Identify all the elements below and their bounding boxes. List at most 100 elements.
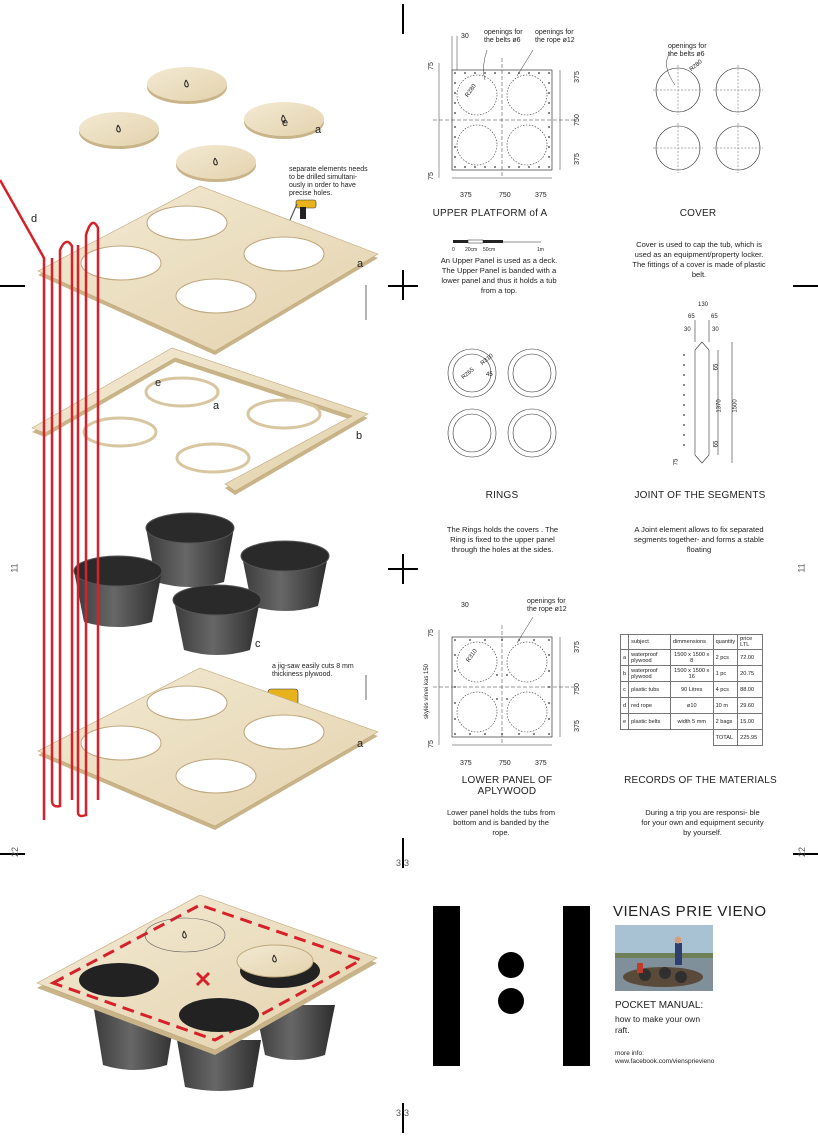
crop-mark	[402, 4, 404, 34]
upper-platform-drawing	[433, 36, 575, 179]
plastic-tub	[73, 555, 163, 627]
cover-disc	[79, 112, 159, 149]
logo-dot-bottom	[498, 988, 524, 1014]
dimension: 750	[499, 192, 511, 199]
table-cell: 1 pc	[712, 665, 739, 682]
table-cell: 72.00	[737, 649, 763, 666]
dimension: 30	[712, 327, 719, 333]
table-cell: c	[619, 681, 630, 698]
table-cell: 90 Litres	[669, 681, 714, 698]
table-cell: ø10	[669, 697, 714, 714]
plastic-tub	[145, 512, 235, 587]
table-cell: 88.00	[737, 681, 763, 698]
section-description: The Rings holds the covers . The Ring is…	[446, 525, 559, 554]
section-description: Cover is used to cap the tub, which is u…	[632, 240, 766, 279]
dimension: 75	[427, 62, 435, 70]
total-label: TOTAL	[712, 729, 739, 746]
table-row: b waterproof plywood 1500 x 1500 x 16 1 …	[619, 665, 763, 682]
joint-drawing	[683, 320, 733, 464]
pocket-manual-label: POCKET MANUAL:	[615, 1000, 704, 1011]
table-cell: 2 pcs	[712, 649, 739, 666]
dimension: 30	[684, 327, 691, 333]
pocket-manual-subtitle: how to make your own raft.	[615, 1014, 701, 1035]
ring-frame	[31, 347, 369, 495]
dimension: 1370	[716, 399, 723, 413]
drill-note: separate elements needs to be drilled si…	[289, 166, 368, 197]
scale-label: 1m	[537, 247, 544, 253]
dimension: 375	[573, 71, 581, 83]
rope-openings-note: openings for the rope ø12	[535, 29, 575, 44]
table-cell: width 5 mm	[669, 713, 714, 730]
red-rope	[0, 179, 100, 820]
table-cell: waterproof plywood	[628, 665, 671, 682]
table-header: subject	[628, 634, 671, 650]
part-label: c	[255, 638, 261, 650]
section-title: COVER	[679, 208, 717, 219]
lower-platform-panel	[37, 667, 379, 830]
vertical-note: skylės virvei kas 150	[424, 663, 430, 719]
dimension: 1500	[732, 399, 739, 413]
table-header: quantity	[712, 634, 739, 650]
part-label: a	[357, 738, 364, 750]
table-cell: waterproof plywood	[628, 649, 671, 666]
more-info-label: more info:	[615, 1050, 644, 1057]
dimension: 375	[535, 192, 547, 199]
table-row: a waterproof plywood 1500 x 1500 x 8 2 p…	[619, 649, 763, 666]
logo-bar-right	[563, 906, 590, 1066]
facebook-link[interactable]: www.facebook.com/viensprievieno	[615, 1058, 715, 1065]
total-value: 225.95	[737, 729, 763, 746]
table-cell: 29.60	[737, 697, 763, 714]
table-header: price LTL	[737, 634, 763, 650]
page-number: 11	[796, 563, 807, 573]
dimension: 130	[698, 302, 709, 308]
drill-icon	[289, 199, 317, 221]
table-cell: 20.75	[737, 665, 763, 682]
part-label: e	[282, 117, 289, 129]
belt-openings-note: openings for the belts ø6	[668, 43, 707, 58]
upper-platform-panel	[37, 185, 379, 355]
section-title: UPPER PLATFORM of A	[432, 208, 548, 219]
crop-mark	[793, 285, 818, 287]
crop-mark	[388, 285, 418, 287]
part-label: a	[357, 258, 364, 270]
cover-disc	[244, 102, 324, 139]
table-row: e plastic belts width 5 mm 2 bags 15.00	[619, 713, 763, 730]
crop-mark	[0, 285, 25, 287]
table-cell: e	[619, 713, 630, 730]
scale-label: 50cm	[483, 247, 496, 253]
dimension: 375	[460, 192, 472, 199]
dimension: 375	[573, 720, 581, 732]
table-header-row: subject dimmensions quantity price LTL	[619, 634, 763, 650]
dimension: 375	[573, 641, 581, 653]
cover-drawing	[653, 52, 763, 173]
page-number: 33	[396, 1108, 413, 1118]
table-cell: 4 pcs	[712, 681, 739, 698]
dimension: 375	[535, 760, 547, 767]
part-label: a	[213, 400, 220, 412]
table-header	[619, 634, 630, 650]
logo-dot-top	[498, 952, 524, 978]
table-cell: 15.00	[737, 713, 763, 730]
section-title: LOWER PANEL OF APLYWOOD	[461, 775, 553, 797]
plastic-tub	[177, 1040, 261, 1091]
table-cell: a	[619, 649, 630, 666]
logo-bar-left	[433, 906, 460, 1066]
section-description: During a trip you are responsi- ble for …	[641, 808, 764, 837]
section-description: An Upper Panel is used as a deck. The Up…	[440, 256, 558, 295]
cover-disc	[147, 67, 227, 104]
plastic-tub	[240, 540, 330, 611]
page-number: 33	[396, 858, 413, 868]
dimension: 65	[713, 363, 720, 371]
table-total-row: TOTAL 225.95	[621, 729, 763, 746]
dimension: 375	[460, 760, 472, 767]
table-cell: b	[619, 665, 630, 682]
dimension: 65	[688, 314, 695, 320]
table-cell: 10 m	[712, 697, 739, 714]
table-row: c plastic tubs 90 Litres 4 pcs 88.00	[619, 681, 763, 698]
scale-label: 20cm	[465, 247, 478, 253]
table-cell: red rope	[628, 697, 671, 714]
dimension: 750	[499, 760, 511, 767]
dimension: 750	[573, 114, 581, 126]
section-title: RINGS	[485, 490, 519, 501]
dimension: 30	[461, 602, 469, 609]
